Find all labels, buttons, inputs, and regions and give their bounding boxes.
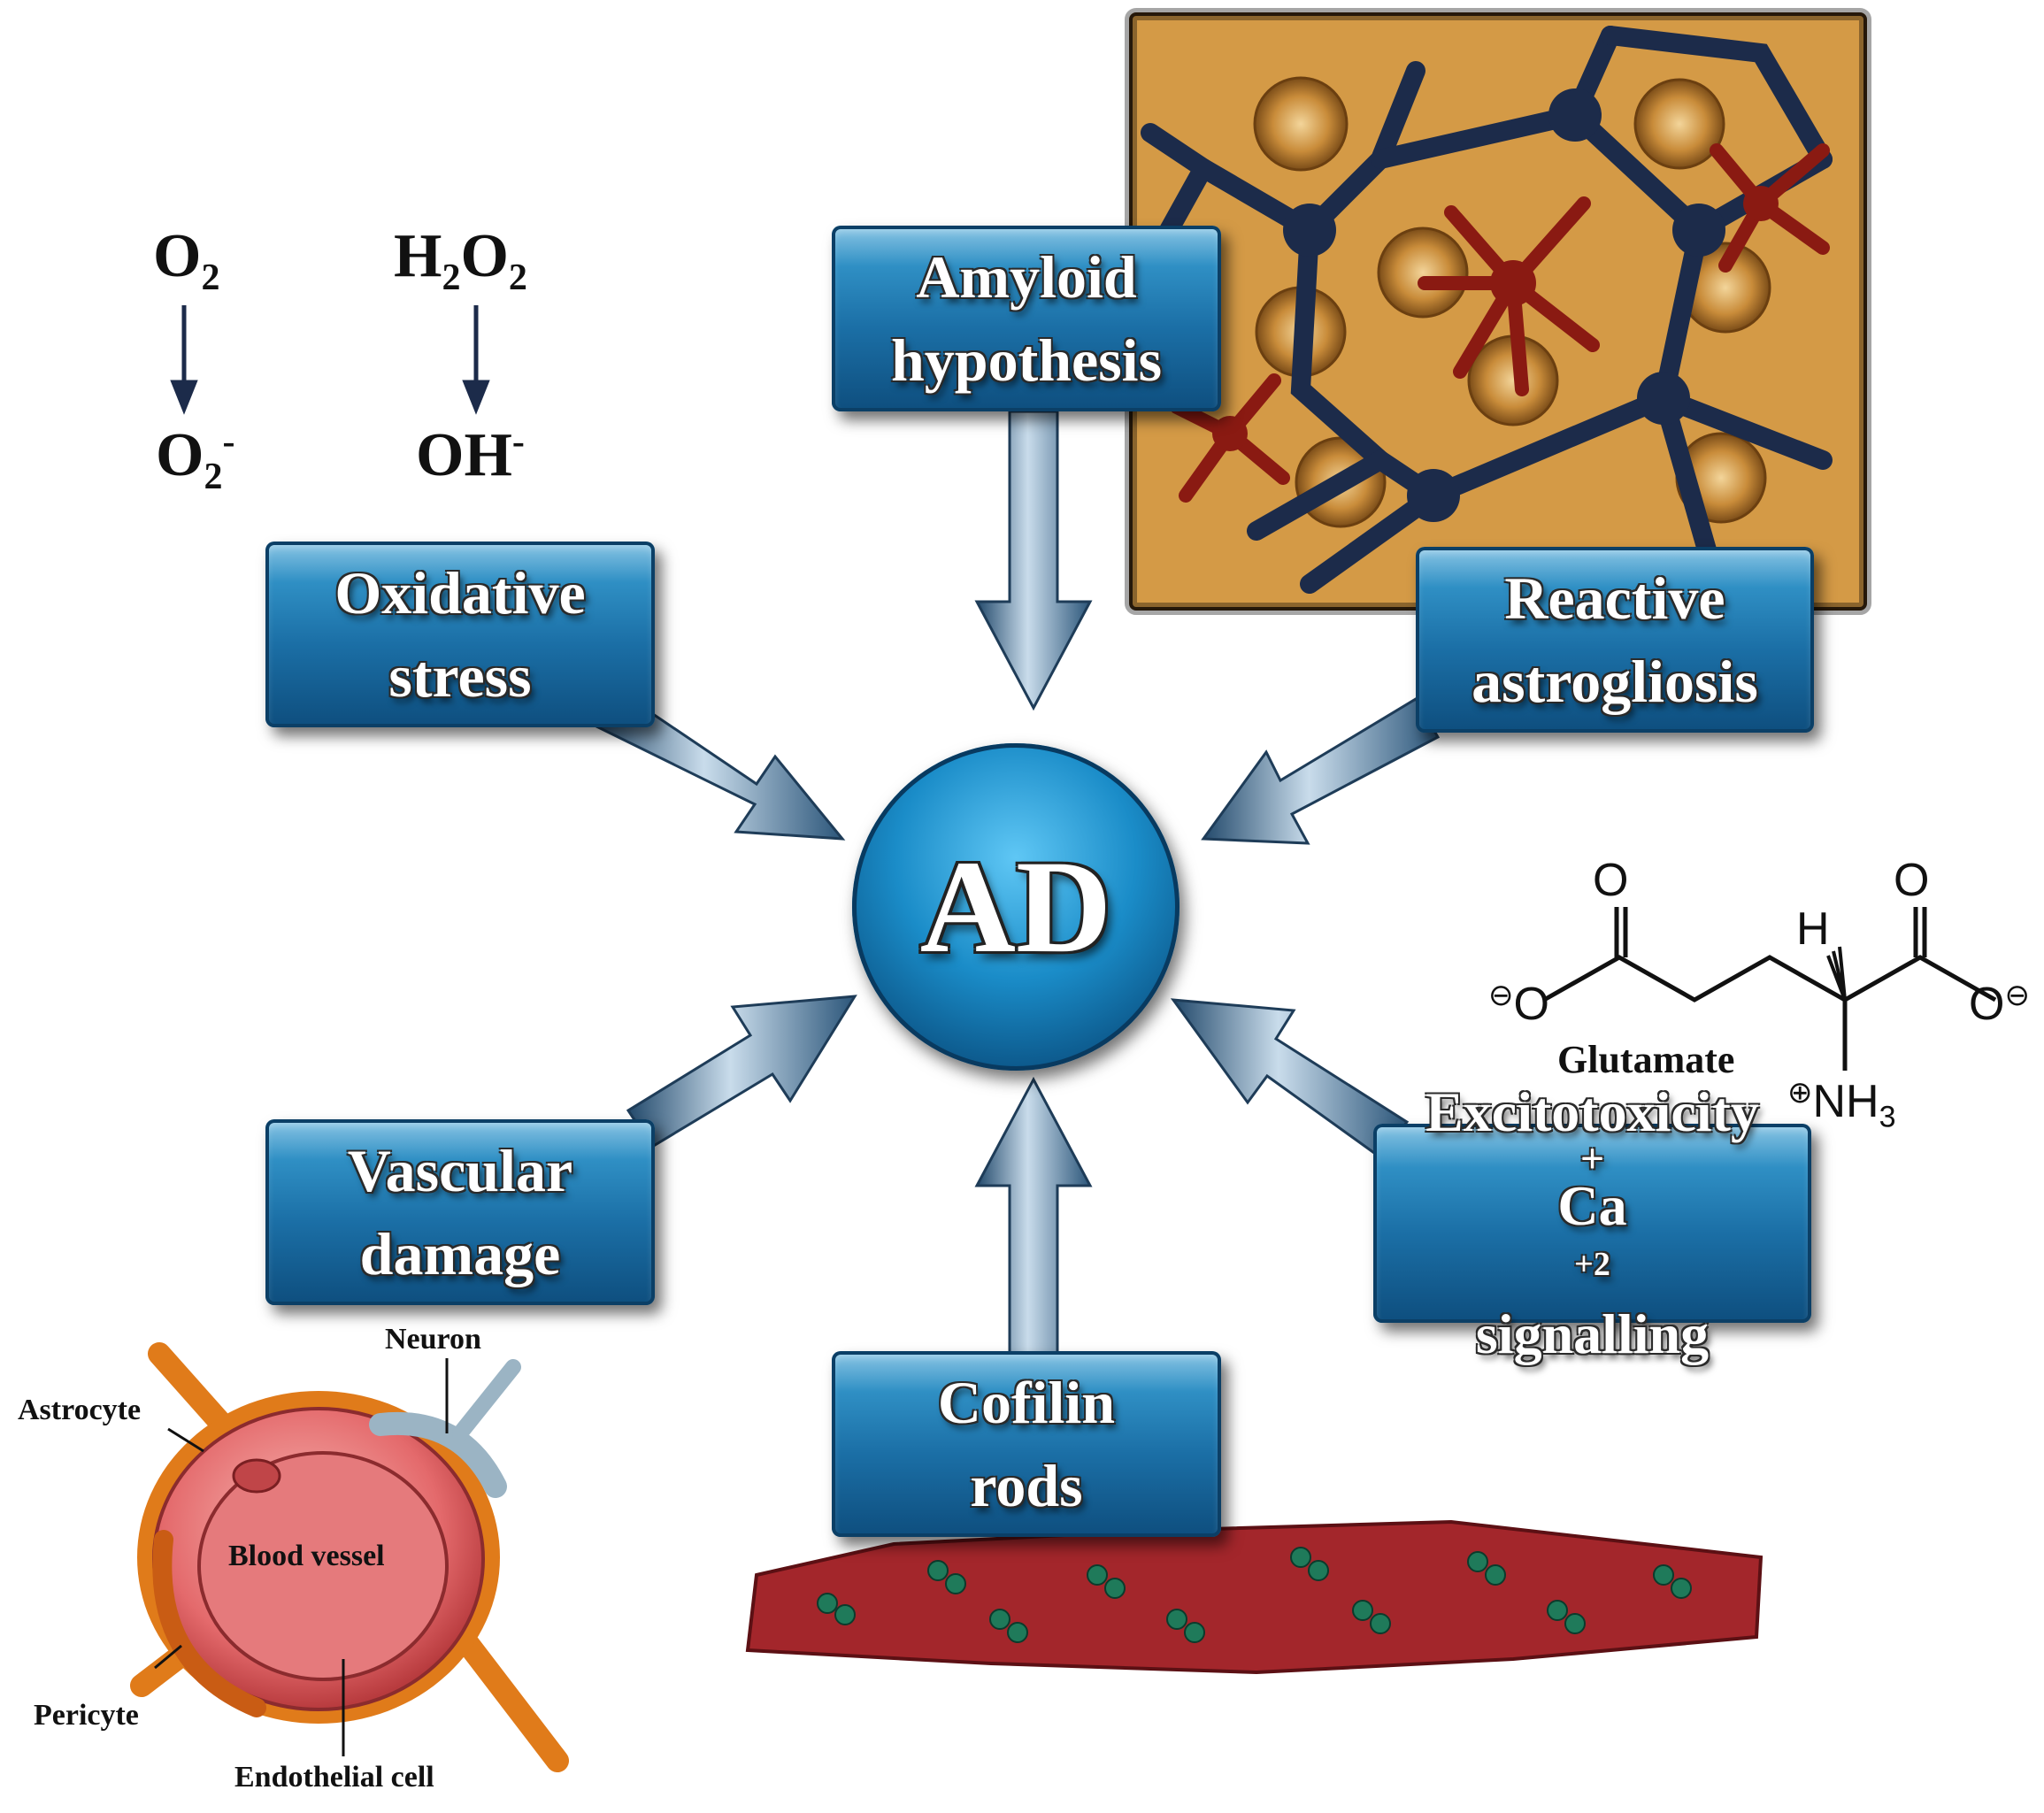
- endothelial-cell-label: Endothelial cell: [234, 1761, 434, 1794]
- superoxide-label: O2-: [156, 421, 235, 497]
- alpha-h: H: [1796, 903, 1830, 955]
- arrow-excitotoxicity: [1170, 998, 1410, 1160]
- carboxylate-left: ⊖O: [1488, 979, 1549, 1030]
- ad-node: AD: [852, 743, 1180, 1071]
- glutamate-label: Glutamate: [1557, 1038, 1735, 1081]
- carboxyl-o-right: O: [1894, 855, 1930, 906]
- astrocyte-label: Astrocyte: [18, 1394, 142, 1426]
- arrow-cofilin: [974, 1076, 1093, 1356]
- cofilin-rods-illustration: [745, 1519, 1764, 1675]
- glutamate-structure: [1542, 907, 1997, 1071]
- carboxyl-o-left: O: [1593, 855, 1629, 906]
- arrow-astrogliosis: [1201, 696, 1441, 845]
- h2o2-label: H2O2: [394, 222, 527, 298]
- astrocyte-tissue-image: [1125, 8, 1871, 615]
- arrows: [588, 410, 1441, 1356]
- blood-vessel-illustration: [130, 1342, 569, 1772]
- ad-label: AD: [919, 834, 1112, 980]
- o2-label: O2: [153, 222, 220, 298]
- pericyte-label: Pericyte: [34, 1699, 139, 1732]
- amine-group: ⊕NH3: [1787, 1076, 1896, 1134]
- hydroxyl-label: OH-: [416, 421, 525, 489]
- carboxylate-right: O⊖: [1969, 979, 2030, 1030]
- arrow-vascular: [626, 995, 857, 1149]
- ros-arrows: [170, 305, 490, 415]
- arrow-amyloid: [974, 410, 1093, 711]
- neuron-label: Neuron: [385, 1323, 481, 1356]
- box-excitotoxicity: Excitotoxicity + Ca+2 signalling: [1373, 1082, 1811, 1364]
- blood-vessel-label: Blood vessel: [228, 1540, 385, 1572]
